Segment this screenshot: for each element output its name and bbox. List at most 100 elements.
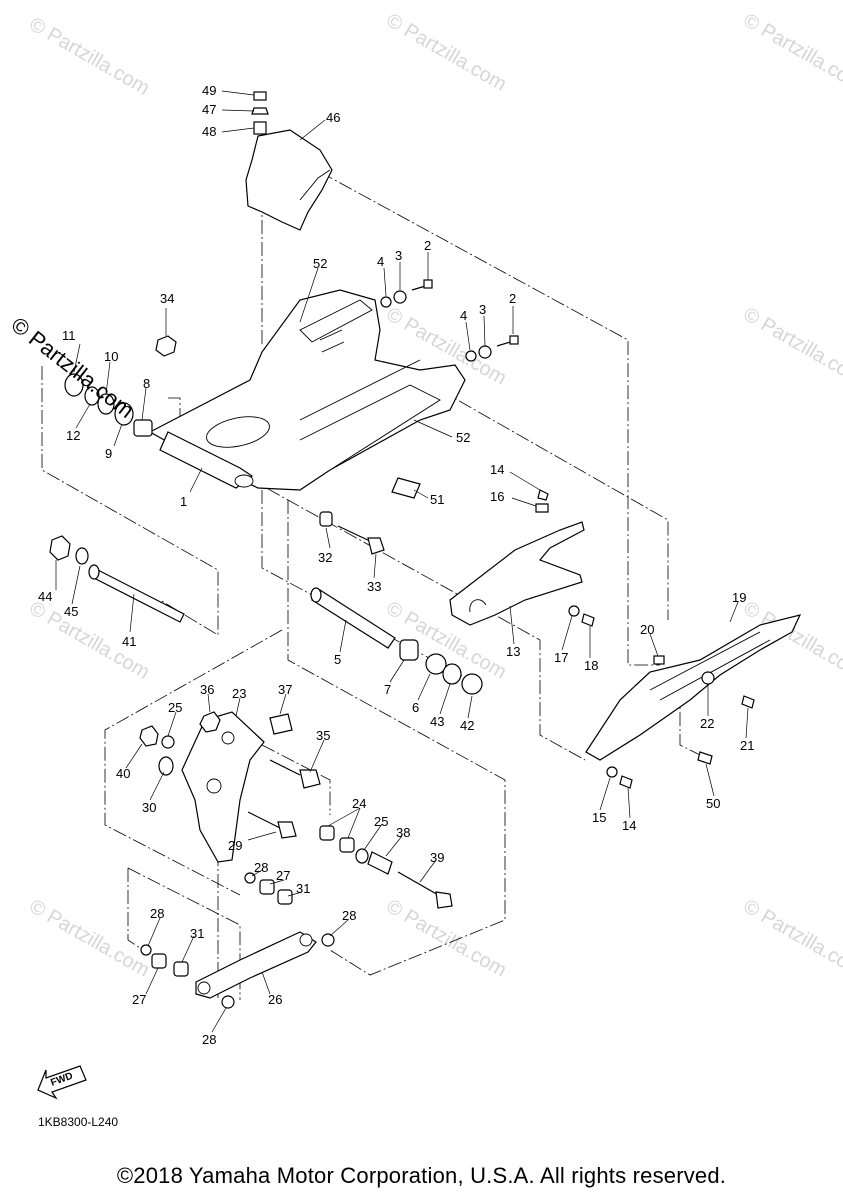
bolt-18 — [581, 613, 595, 627]
bolt-29-head — [277, 821, 297, 839]
washer-45 — [75, 547, 89, 565]
assembly-line — [319, 171, 660, 666]
collar-16 — [535, 503, 549, 513]
assembly-line — [104, 629, 283, 896]
washer-4b — [465, 350, 477, 362]
bearing-27a — [259, 879, 275, 895]
callout-34: 34 — [160, 291, 174, 306]
chain-cover — [585, 614, 802, 761]
callout-52: 52 — [313, 256, 327, 271]
callout-28: 28 — [150, 906, 164, 921]
washer-25b — [355, 848, 369, 864]
connecting-rod-hole — [197, 981, 211, 995]
watermark: © Partzilla.com — [383, 895, 511, 981]
callout-28: 28 — [342, 908, 356, 923]
clip-20 — [653, 655, 665, 665]
callout-45: 45 — [64, 604, 78, 619]
bolt-2-head — [423, 279, 433, 289]
bearing-7 — [399, 639, 419, 661]
callout-2: 2 — [509, 291, 516, 306]
callout-25: 25 — [374, 814, 388, 829]
collar-22 — [701, 671, 715, 685]
relay-arm — [139, 711, 321, 863]
relay-bearings — [319, 825, 453, 909]
collar-3b — [478, 345, 492, 359]
callout-32: 32 — [318, 550, 332, 565]
collar-31a — [277, 889, 293, 905]
bearing-27b — [151, 953, 167, 969]
bolt-35-shaft — [269, 759, 301, 776]
connecting-rod-hole — [299, 933, 313, 947]
bolt-35-head — [299, 769, 321, 789]
top-fasteners — [251, 91, 269, 135]
callouts: 49 47 48 46 52 4 3 2 4 3 2 34 11 10 8 12… — [38, 83, 754, 1047]
watermark: © Partzilla.com — [383, 9, 511, 95]
callout-1: 1 — [180, 494, 187, 509]
bearing-24b — [339, 837, 355, 853]
callout-16: 16 — [490, 489, 504, 504]
callout-43: 43 — [430, 714, 444, 729]
callout-7: 7 — [384, 682, 391, 697]
callout-35: 35 — [316, 728, 330, 743]
callout-33: 33 — [367, 579, 381, 594]
seal-43 — [442, 663, 462, 685]
assembly-line — [679, 690, 701, 756]
shaft-41 — [89, 567, 185, 623]
callout-24: 24 — [352, 796, 366, 811]
swingarm-detail — [319, 329, 345, 353]
rear-fender-edge — [299, 169, 331, 201]
callout-37: 37 — [278, 682, 292, 697]
callout-28: 28 — [254, 860, 268, 875]
callout-11: 11 — [62, 328, 76, 343]
rear-fender — [245, 129, 333, 231]
callout-19: 19 — [732, 590, 746, 605]
watermark: © Partzilla.com — [26, 895, 154, 981]
relay-arm-body — [181, 711, 265, 863]
bolt-33-shaft — [337, 525, 373, 543]
callout-3: 3 — [479, 302, 486, 317]
seal-11 — [64, 373, 84, 397]
collar-17 — [568, 605, 580, 617]
callout-14: 14 — [490, 462, 504, 477]
relay-arm-hole — [206, 778, 222, 794]
bolt-39-head — [435, 891, 453, 909]
assembly-line — [287, 500, 506, 976]
bolt-14b — [619, 775, 633, 789]
watermark: © Partzilla.com — [740, 303, 843, 389]
callout-28: 28 — [202, 1032, 216, 1047]
connecting-rod-body — [195, 931, 317, 999]
nut-34 — [155, 335, 177, 357]
swingarm-inner-arm — [299, 384, 441, 471]
bolt-2b-head — [509, 335, 519, 345]
callout-48: 48 — [202, 124, 216, 139]
swingarm-edge — [299, 359, 421, 421]
callout-36: 36 — [200, 682, 214, 697]
watermark: © Partzilla.com — [740, 9, 843, 95]
bearing-8 — [133, 419, 153, 437]
nut-47 — [251, 107, 269, 115]
chain-guide-hook — [469, 599, 487, 613]
callout-18: 18 — [584, 658, 598, 673]
bearing-42 — [461, 673, 483, 695]
callout-20: 20 — [640, 622, 654, 637]
bolt-29-shaft — [247, 811, 281, 829]
washer-28c — [321, 933, 335, 947]
swingarm — [148, 289, 466, 491]
callout-6: 6 — [412, 700, 419, 715]
assembly-line — [261, 490, 471, 681]
label-51 — [391, 477, 421, 499]
callout-46: 46 — [326, 110, 340, 125]
callout-50: 50 — [706, 796, 720, 811]
chain-guide — [449, 521, 585, 626]
bolt-50 — [697, 751, 713, 765]
callout-9: 9 — [105, 446, 112, 461]
washer-28b — [140, 944, 152, 956]
callout-4: 4 — [460, 308, 467, 323]
callout-38: 38 — [396, 825, 410, 840]
copyright-notice: ©2018 Yamaha Motor Corporation, U.S.A. A… — [116, 1163, 727, 1188]
collar-31b — [173, 961, 189, 977]
collar-15 — [606, 766, 618, 778]
callout-8: 8 — [143, 376, 150, 391]
fwd-arrow-icon: FWD — [37, 1065, 87, 1100]
